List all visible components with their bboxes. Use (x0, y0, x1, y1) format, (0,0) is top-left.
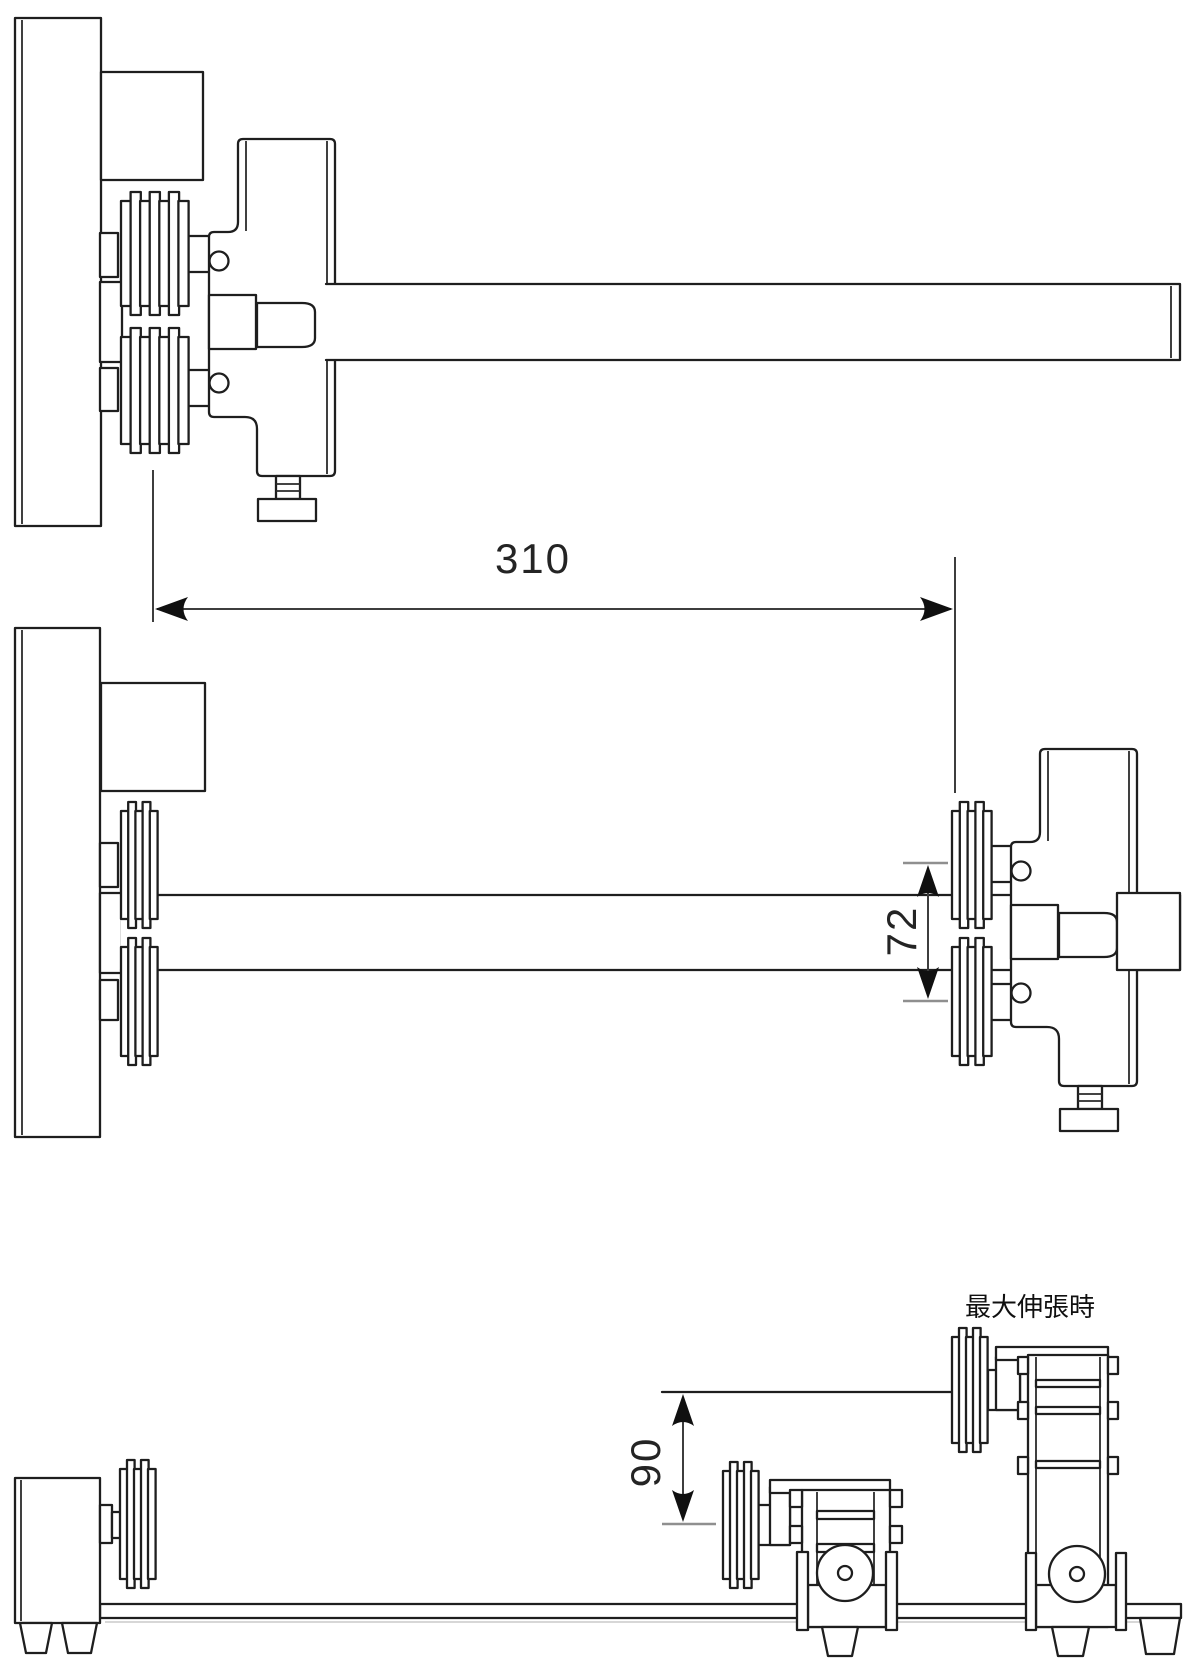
wall-plate (98, 280, 124, 364)
bolt-tab (1106, 1355, 1120, 1376)
bracket-strip (768, 1485, 792, 1547)
mounting-block (99, 681, 207, 793)
wall-disc-stack-lower (119, 936, 159, 1067)
max-extension-label: 最大伸張時 (965, 1292, 1095, 1322)
carriage-foot (1050, 1625, 1091, 1658)
roller-carriage-mid (721, 1460, 904, 1658)
dim-90-label: 90 (622, 1437, 669, 1488)
wheel-flange-right (884, 1550, 899, 1632)
arrowhead-right (920, 597, 953, 621)
wall-stub-upper (98, 231, 120, 279)
disc-plate (749, 1469, 760, 1581)
rail-end-foot (1138, 1616, 1182, 1656)
wall-disc-stack-side (118, 1458, 157, 1590)
arrowhead-up (672, 1394, 694, 1426)
wheel-axle (1068, 1565, 1086, 1583)
carriage-disc-stack (721, 1460, 760, 1590)
wall-foot-left (18, 1621, 54, 1655)
wheel-axle (836, 1564, 854, 1582)
middle-view-extended: 72 (13, 626, 1182, 1139)
wall-stub-lower (98, 366, 120, 413)
wall-disc-stack-upper (119, 800, 159, 930)
bar-end-cap (1115, 891, 1182, 972)
extension-bar (324, 282, 1182, 362)
crossbar (1034, 1405, 1102, 1416)
wall-panel (13, 16, 103, 528)
bolt-tab (888, 1524, 904, 1545)
wall-panel (13, 626, 102, 1139)
crossbar (1034, 1459, 1102, 1470)
wall-plate (98, 891, 124, 975)
clamp-assembly (207, 137, 337, 523)
crossbar (815, 1509, 876, 1521)
bolt-tab (788, 1488, 804, 1509)
bolt-tab (1016, 1455, 1030, 1476)
disc-plate (177, 335, 190, 446)
bolt-tab (788, 1524, 804, 1545)
clamp-disc-stack-lower (950, 936, 993, 1067)
guide-rail (98, 1602, 1183, 1620)
disc-plate (978, 1335, 989, 1445)
wall-block (13, 1476, 102, 1625)
wall-stub (98, 1503, 114, 1545)
disc-stack-upper (119, 190, 190, 317)
dimension-72: 72 (878, 861, 948, 1003)
wall-foot-right (60, 1621, 99, 1655)
disc-plate (148, 809, 159, 921)
disc-stack-lower (119, 326, 190, 455)
bottom-view-elevation: 90 (13, 1292, 1183, 1658)
bolt-tab (1016, 1400, 1030, 1421)
disc-plate (982, 945, 993, 1058)
bolt-tab (888, 1488, 904, 1509)
wheel-flange-left (1024, 1551, 1038, 1632)
bolt-tab (1106, 1400, 1120, 1421)
disc-plate (177, 199, 190, 308)
dim-310-label: 310 (495, 535, 571, 582)
dim-72-label: 72 (878, 906, 925, 957)
bracket-strip (994, 1355, 1022, 1412)
arrowhead-up (917, 865, 939, 897)
carriage-disc-stack (950, 1326, 989, 1454)
disc-plate (982, 809, 993, 921)
wheel-flange-right (1114, 1551, 1128, 1632)
clamp-disc-stack-upper (950, 800, 993, 930)
top-view-retracted (13, 16, 1182, 528)
mounting-block (99, 70, 205, 182)
disc-plate (148, 945, 159, 1058)
bolt-tab (1106, 1455, 1120, 1476)
roller-carriage-max (950, 1326, 1182, 1658)
crossbar (1034, 1378, 1102, 1389)
dimension-310: 310 (152, 470, 956, 793)
arrowhead-left (155, 597, 188, 621)
wall-stub-lower (98, 978, 120, 1022)
dimension-90: 90 (622, 1390, 954, 1526)
wall-stub-upper (98, 841, 120, 889)
carriage-foot (820, 1625, 860, 1658)
disc-plate (146, 1467, 157, 1581)
wheel-flange-left (795, 1550, 810, 1632)
arrowhead-down (672, 1490, 694, 1522)
bolt-tab (1016, 1355, 1030, 1376)
arrowhead-down (917, 967, 939, 999)
